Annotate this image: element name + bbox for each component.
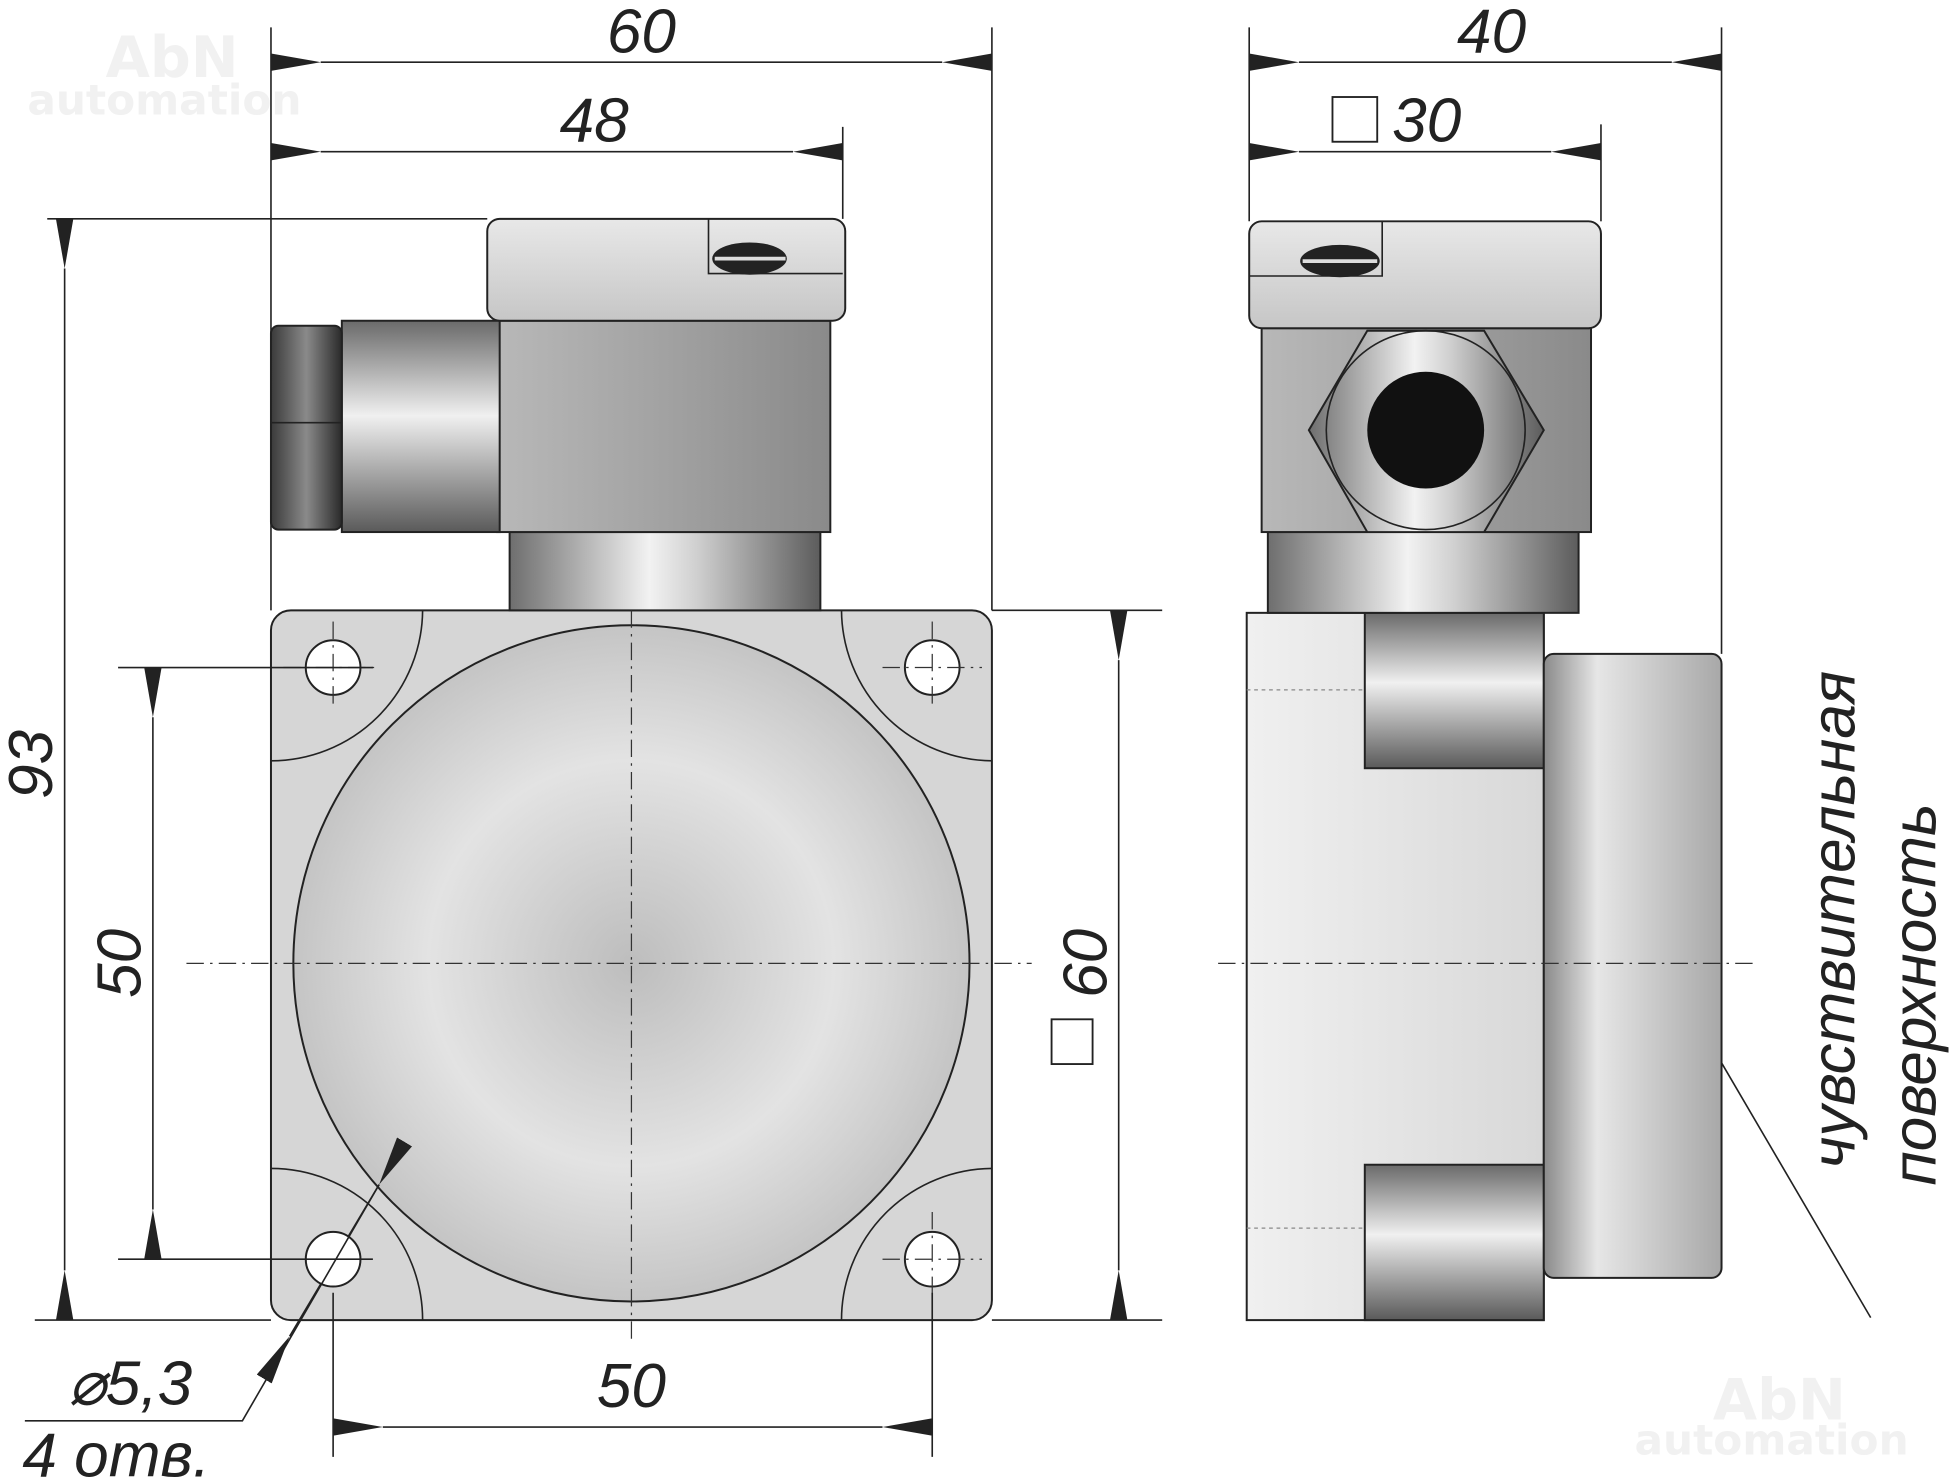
square-symbol-icon [1331,96,1379,143]
housing [496,319,832,534]
sensing-surface-label-2: поверхность [1880,803,1949,1185]
neck [508,531,822,612]
dim-flange-square: 60 [1051,928,1120,998]
watermark-top: AbN automation [27,25,301,124]
watermark-text: automation [27,75,301,124]
dim-hole-spacing-horizontal: 50 [597,1352,667,1421]
housing-cap [486,217,847,322]
hole-count-label: 4 отв. [22,1422,210,1483]
side-view [1218,220,1753,1322]
watermark-text: AbN [1713,1368,1846,1434]
connector-nut [269,324,343,531]
watermark-text: AbN [106,25,239,91]
front-view [186,217,1032,1343]
sensing-surface-label-1: чувствительная [1800,671,1869,1169]
flange-corner-arcs [270,610,992,1321]
side-cap [1248,220,1602,330]
side-dimensions: 40 30 чувствительная поверхность [1248,0,1949,1319]
dim-hole-spacing-vertical: 50 [85,928,154,998]
dim-cap-square: 30 [1392,87,1462,156]
watermark-text: automation [1635,1415,1909,1464]
sensing-face-side [1542,652,1723,1279]
dim-depth-overall: 40 [1457,0,1527,66]
square-symbol-icon [1050,1018,1094,1065]
dim-height-overall: 93 [0,730,66,799]
watermark-bottom: AbN automation [1635,1368,1909,1465]
cable-entry-hole [1367,371,1485,489]
front-dimensions: 60 48 93 50 60 50 ⌀5,3 4 отв. [0,0,1163,1483]
side-neck [1266,531,1580,614]
dim-width-overall: 60 [607,0,677,66]
dim-width-housing: 48 [560,87,630,156]
dim-hole-diameter: ⌀5,3 [68,1350,192,1419]
connector-body [340,319,501,534]
